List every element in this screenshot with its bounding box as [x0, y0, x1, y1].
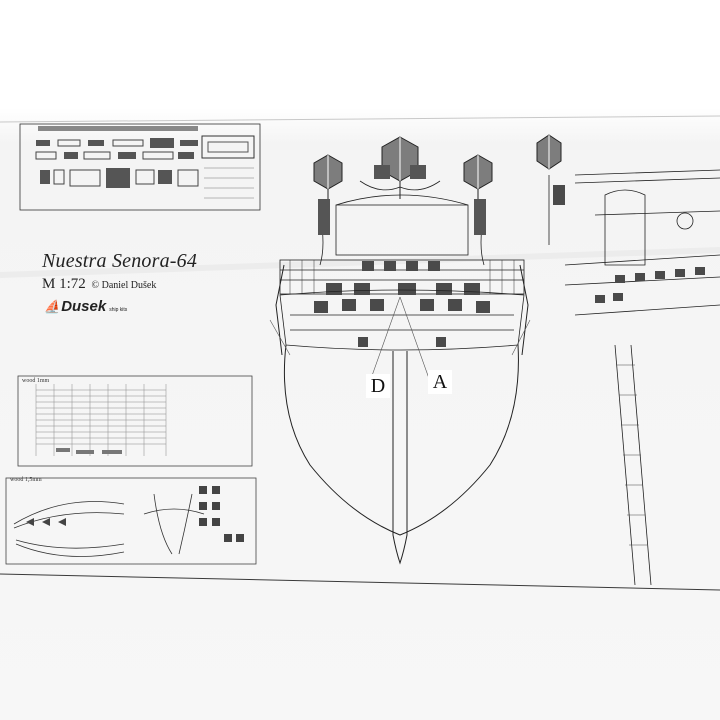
logo-subtext: ship kits [109, 307, 128, 313]
stern-marker-left: D [366, 374, 390, 398]
side-view-drawing [536, 134, 720, 586]
plan-author: © Daniel Dušek [91, 280, 157, 291]
wood-1mm-sheet [17, 375, 253, 467]
wood-15mm-label: wood 1,5mm [10, 477, 42, 483]
scale-value: M 1:72 [42, 276, 86, 292]
plan-scale: M 1:72 © Daniel Dušek [42, 276, 156, 293]
stern-hull-outline [275, 264, 529, 565]
stern-lanterns [313, 136, 493, 213]
stern-view-drawing [269, 136, 531, 565]
parts-panel-top [19, 123, 261, 211]
plan-title: Nuestra Senora-64 [42, 250, 198, 272]
ship-logo-icon: ⛵ [44, 299, 61, 314]
wood-15mm-sheet [5, 477, 257, 565]
wood-1mm-label: wood 1mm [22, 378, 50, 384]
logo-text: Dusek [61, 298, 107, 315]
stern-marker-right: A [428, 370, 452, 394]
